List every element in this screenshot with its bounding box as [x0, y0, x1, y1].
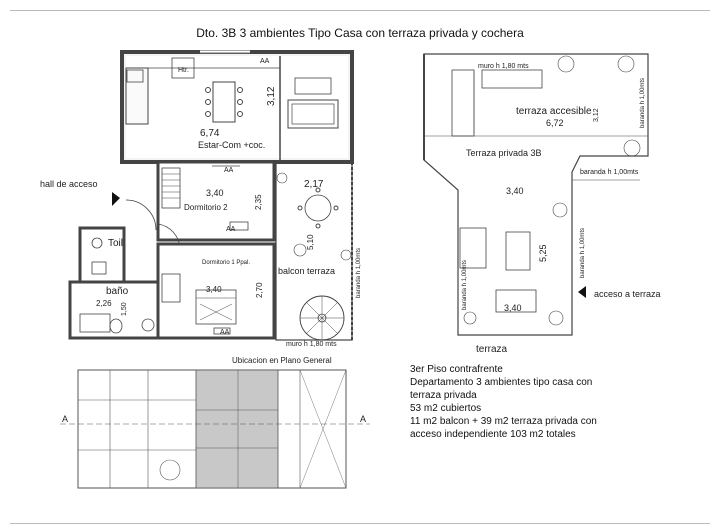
- dormitorio-2-room: [156, 160, 276, 242]
- htr-label: Htr.: [178, 67, 189, 74]
- page-title: Dto. 3B 3 ambientes Tipo Casa con terraz…: [196, 26, 524, 40]
- priv-dim-w: 3,40: [506, 186, 524, 196]
- baranda-left-label: baranda h 1,00mts: [462, 260, 468, 310]
- sofa: [287, 99, 339, 129]
- marker-right: A: [360, 414, 366, 424]
- hall-label: hall de acceso: [40, 179, 98, 189]
- estar-dim-h: 3,12: [266, 86, 277, 106]
- marker-left: A: [62, 414, 68, 424]
- terraza-accesible-label: terraza accesible: [516, 106, 592, 117]
- priv-dim-w2: 3,40: [504, 303, 522, 313]
- main-plan-labels: AA Htr. AA AA Dormitorio 2 Dormitorio 1 …: [178, 58, 337, 348]
- acc-dim-w: 6,72: [546, 118, 564, 128]
- dormitorio-2-label: Dormitorio 2: [184, 203, 228, 212]
- main-plan-dimensions: 6,74 Estar-Com +coc. 3,12 3,40 2,35 2,17…: [40, 86, 362, 316]
- general-plan-title: Ubicacion en Plano General: [232, 356, 332, 365]
- terrace-plan: [423, 53, 649, 336]
- dorm1-dim-w: 3,40: [206, 285, 222, 294]
- apartment-description: 3er Piso contrafrente Departamento 3 amb…: [410, 363, 700, 441]
- dining-table: [212, 81, 236, 123]
- acceso-label: acceso a terraza: [594, 289, 661, 299]
- bano-label: baño: [106, 286, 129, 297]
- bano-dim-w: 2,26: [96, 299, 112, 308]
- muro-top-label: muro h 1,80 mts: [478, 63, 529, 70]
- aa-dorm1-label: AA: [220, 329, 230, 336]
- aa-dorm2-label: AA: [226, 226, 236, 233]
- pergola: [451, 69, 475, 137]
- baranda-balcon-label: baranda h 1,00mts: [356, 248, 362, 298]
- desc-type: Departamento 3 ambientes tipo casa con t…: [410, 377, 593, 401]
- toilette-room: [78, 226, 126, 284]
- bed: [195, 289, 237, 325]
- terrace-sofa: [459, 227, 487, 269]
- balcon-label: balcon terraza: [278, 266, 335, 276]
- terrace-outline: [423, 53, 649, 336]
- baranda-right-top: baranda h 1,00mts: [640, 78, 646, 128]
- page-frame: [10, 10, 710, 524]
- bano-dim-h: 1,50: [121, 302, 128, 316]
- dorm1-dim-h: 2,70: [255, 282, 264, 298]
- baranda-mid-label: baranda h 1,00mts: [580, 169, 639, 176]
- desc-covered: 53 m2 cubiertos: [410, 403, 482, 414]
- closet: [161, 167, 181, 209]
- estar-dim-w: 6,74: [200, 128, 220, 139]
- main-floor-plan: [68, 50, 354, 341]
- desc-floor: 3er Piso contrafrente: [410, 364, 503, 375]
- balcon-table: [304, 194, 332, 222]
- toil-label: Toil: [108, 238, 123, 249]
- aa-mid-label: AA: [224, 167, 234, 174]
- dorm2-dim-h: 2,35: [254, 194, 263, 210]
- hall-entry-arrow: [112, 192, 120, 206]
- highlighted-unit: [195, 369, 279, 489]
- muro-bottom-label: muro h 1,80 mts: [286, 341, 337, 348]
- balcon-dim-h: 5,10: [306, 234, 315, 250]
- dormitorio-1-label: Dormitorio 1 Ppal.: [202, 260, 250, 266]
- baranda-right-label: baranda h 1,00mts: [580, 228, 586, 278]
- aa-top-label: AA: [260, 58, 270, 65]
- balcon-dim-w: 2,17: [304, 179, 324, 190]
- priv-dim-h: 5,25: [538, 244, 548, 262]
- general-plan: [60, 369, 370, 489]
- acc-dim-h: 3,12: [593, 108, 600, 122]
- dormitorio-1-room: [156, 242, 276, 340]
- terrace-access-arrow: [578, 286, 586, 298]
- terrace-labels: muro h 1,80 mts terraza accesible 6,72 3…: [462, 63, 661, 355]
- estar-label: Estar-Com +coc.: [198, 140, 265, 150]
- terrace-table: [505, 231, 531, 271]
- terraza-privada-label: Terraza privada 3B: [466, 148, 542, 158]
- dorm2-dim-w: 3,40: [206, 188, 224, 198]
- terraza-label: terraza: [476, 344, 508, 355]
- desc-totals: 11 m2 balcon + 39 m2 terraza privada con…: [410, 416, 597, 440]
- kitchen-counter: [125, 67, 149, 125]
